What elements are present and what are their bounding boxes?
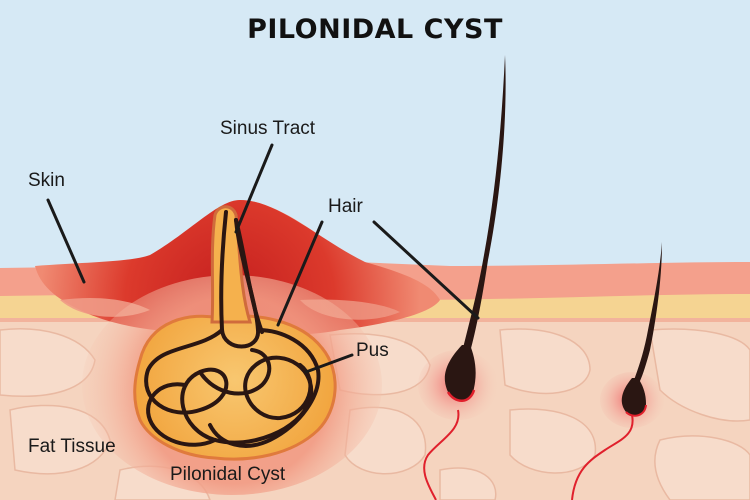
leader-sinus-tract (234, 143, 274, 234)
leader-pus (304, 353, 354, 374)
label-pilonidal-cyst: Pilonidal Cyst (170, 464, 286, 485)
hair-follicle-2 (621, 242, 662, 417)
label-sinus-tract: Sinus Tract (220, 118, 316, 139)
diagram-title: PILONIDAL CYST (247, 14, 503, 45)
blood-vessel-1 (423, 409, 460, 500)
blood-vessel-2 (571, 414, 634, 500)
leader-hair-cyst (276, 220, 324, 327)
leader-skin (46, 198, 86, 284)
label-pus: Pus (356, 340, 389, 361)
label-skin: Skin (28, 170, 65, 191)
tangled-hair (144, 210, 321, 448)
hair-follicle-1 (444, 55, 506, 402)
leader-hair-follicle (372, 220, 480, 320)
label-fat-tissue: Fat Tissue (28, 436, 116, 457)
leader-lines (46, 143, 480, 374)
label-hair: Hair (328, 196, 363, 217)
